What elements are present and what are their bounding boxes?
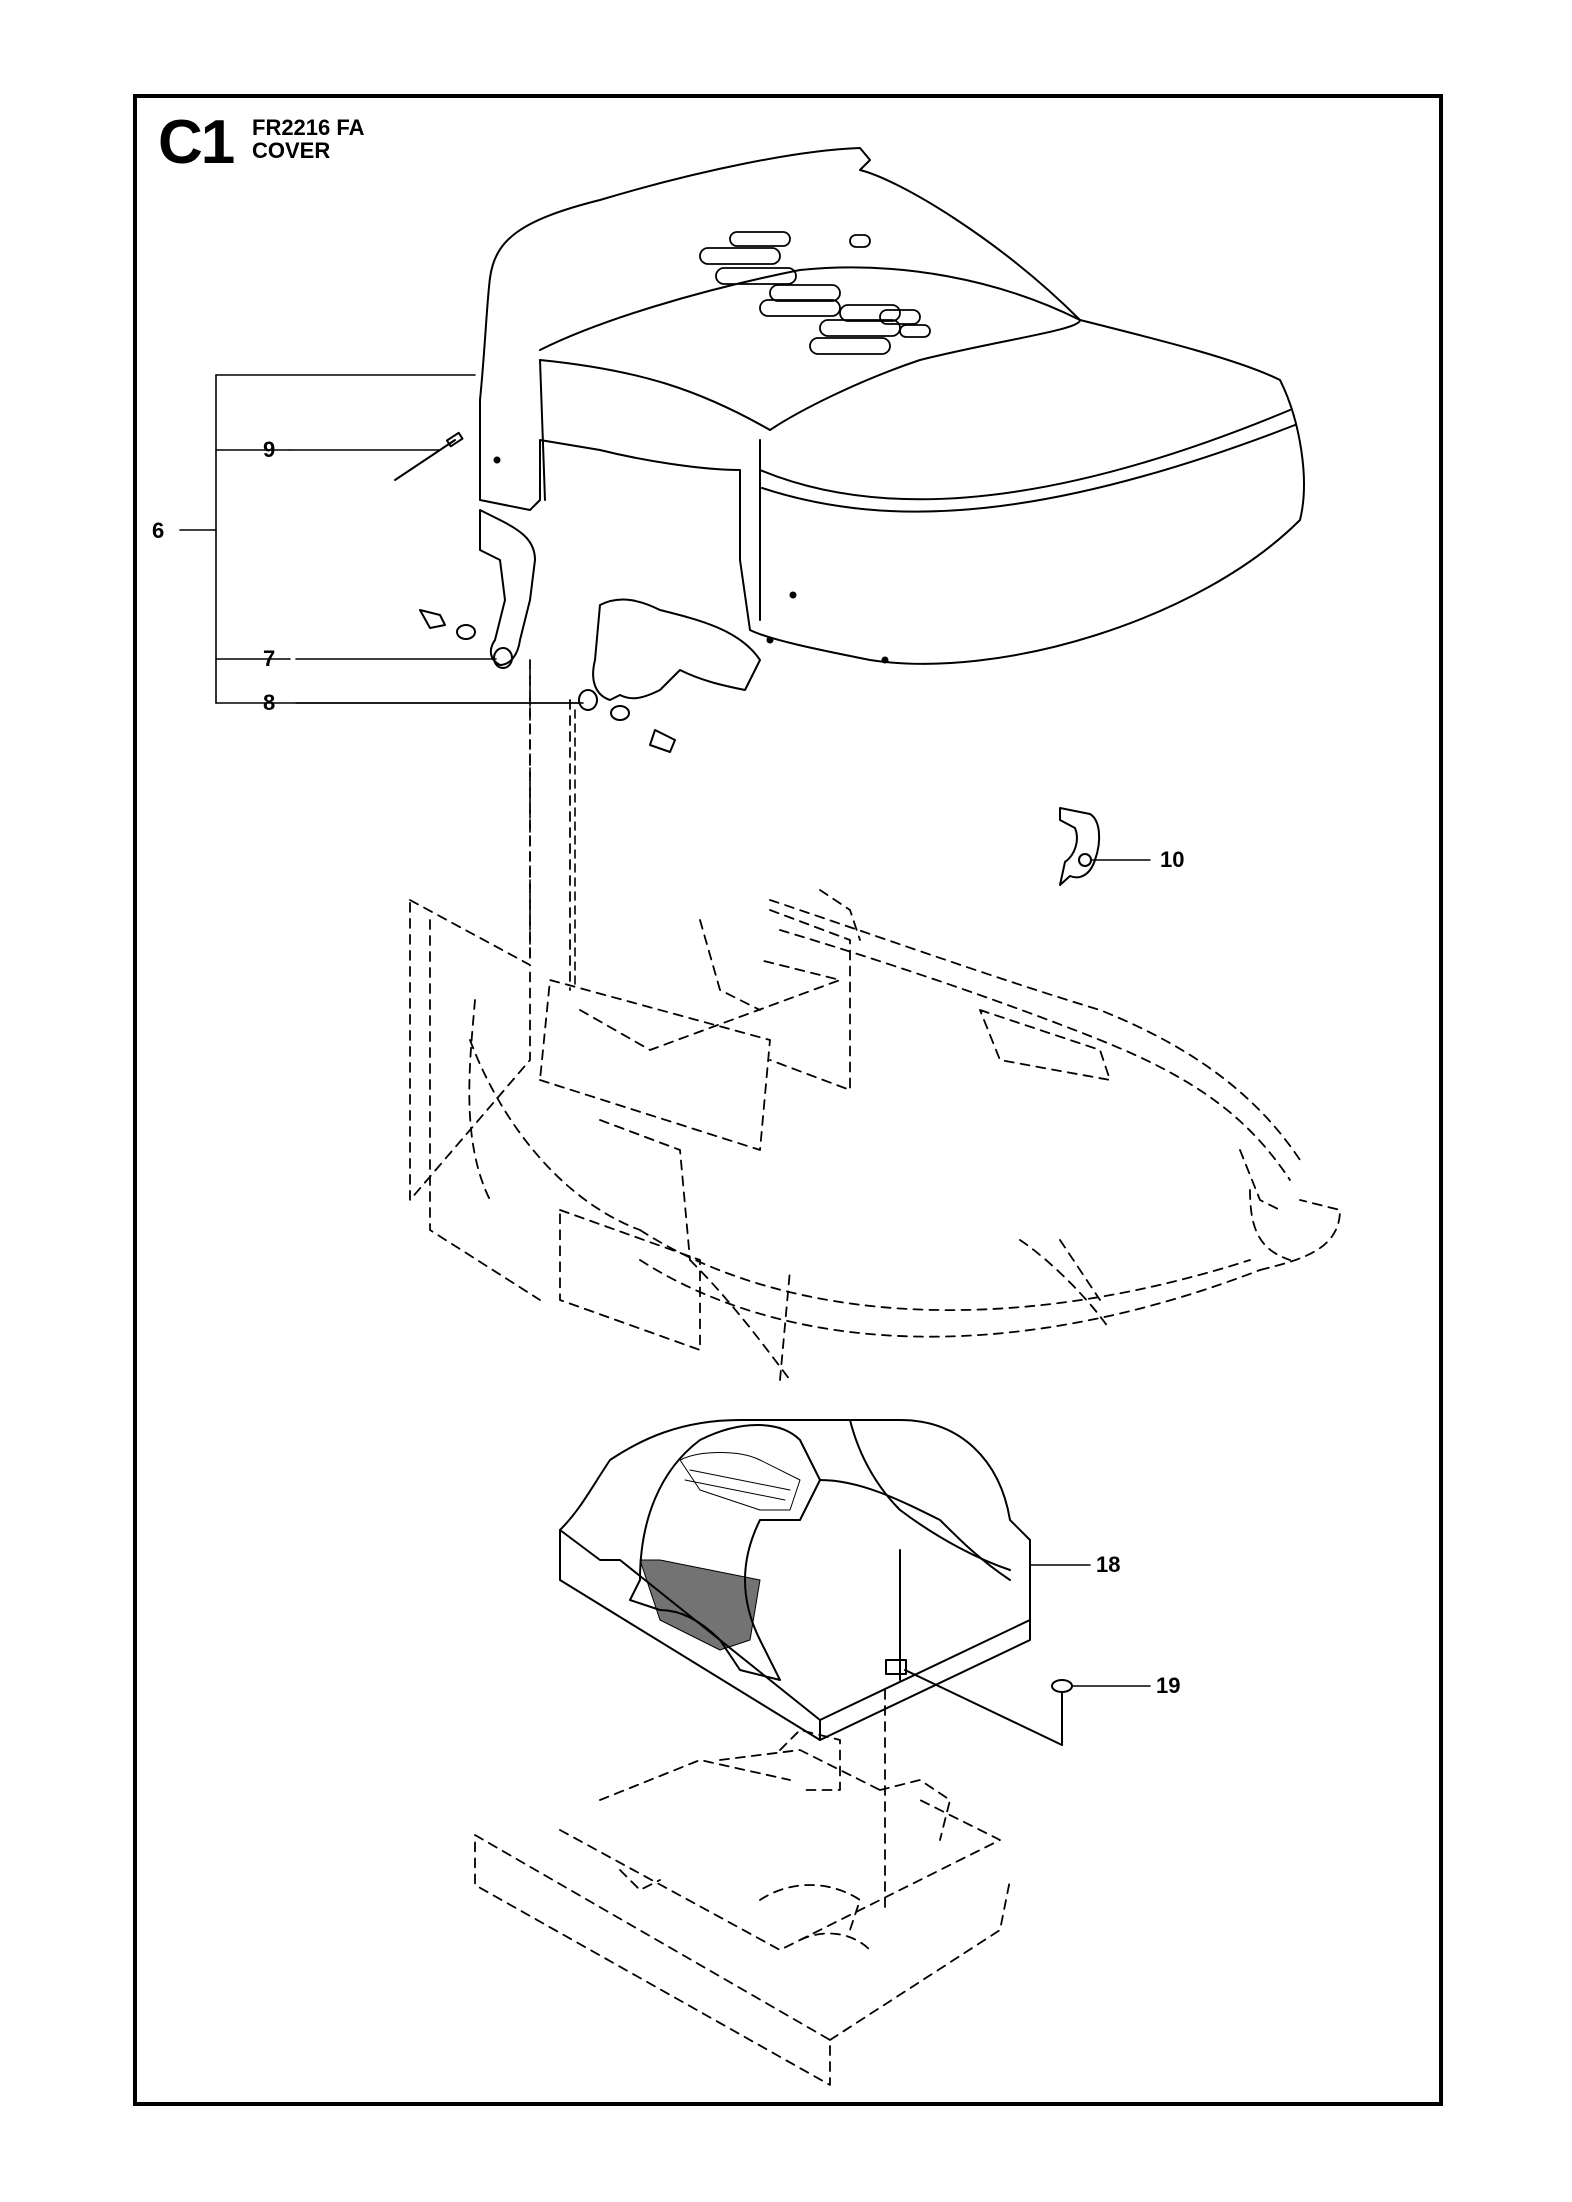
callout-18: 18 [1096,1552,1121,1577]
sheet-code: C1 [158,108,235,177]
callout-10: 10 [1160,847,1185,872]
leader-lines [179,374,1151,1687]
pin-part-9 [394,431,464,481]
bracket-part-7 [419,509,536,669]
assembly-guide-lines [529,669,576,991]
hood-cover [479,147,1305,665]
chassis-frame-reference [409,659,1341,1381]
callout-9: 9 [263,437,276,462]
callout-6: 6 [152,518,165,543]
lower-cover-part-18 [559,1419,1031,1741]
bracket-part-8 [578,598,761,753]
diagram-frame [133,94,1443,2106]
model-name: FR2216 FA [252,115,365,140]
callout-7: 7 [263,646,276,671]
callout-8: 8 [263,690,276,715]
section-name: COVER [252,138,331,163]
callout-19: 19 [1156,1673,1181,1698]
lower-frame-reference [474,1689,1011,2086]
title-block: FR2216 FA COVER [252,116,365,162]
screw-part-19 [904,1669,1073,1746]
clip-part-10 [1059,807,1101,886]
